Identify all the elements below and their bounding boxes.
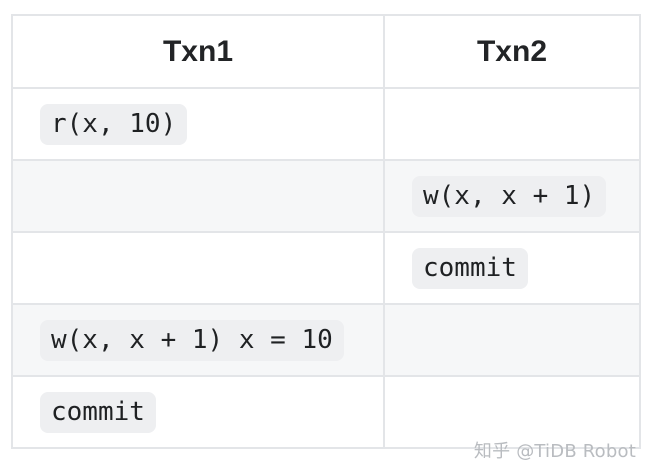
watermark: 知乎 @TiDB Robot bbox=[473, 441, 636, 462]
cell-txn2 bbox=[383, 303, 641, 377]
transaction-table: Txn1 Txn2 r(x, 10) w(x, x + 1) commit bbox=[11, 14, 641, 449]
cell-txn2: commit bbox=[383, 231, 641, 305]
cell-txn2 bbox=[383, 87, 641, 161]
code-snippet: w(x, x + 1) bbox=[412, 175, 607, 217]
header-row: Txn1 Txn2 bbox=[11, 14, 641, 89]
table-row: commit bbox=[11, 375, 641, 449]
code-snippet: r(x, 10) bbox=[40, 103, 188, 145]
table-row: w(x, x + 1) bbox=[11, 159, 641, 233]
table-row: w(x, x + 1) x = 10 bbox=[11, 303, 641, 377]
cell-txn2: w(x, x + 1) bbox=[383, 159, 641, 233]
cell-txn1: r(x, 10) bbox=[11, 87, 385, 161]
cell-txn1: w(x, x + 1) x = 10 bbox=[11, 303, 385, 377]
cell-txn1: commit bbox=[11, 375, 385, 449]
header-txn2: Txn2 bbox=[383, 14, 641, 89]
code-snippet: commit bbox=[40, 391, 156, 433]
table-row: commit bbox=[11, 231, 641, 305]
cell-txn2 bbox=[383, 375, 641, 449]
code-snippet: commit bbox=[412, 247, 528, 289]
table-row: r(x, 10) bbox=[11, 87, 641, 161]
cell-txn1 bbox=[11, 159, 385, 233]
code-snippet: w(x, x + 1) x = 10 bbox=[40, 319, 344, 361]
cell-txn1 bbox=[11, 231, 385, 305]
header-txn1: Txn1 bbox=[11, 14, 385, 89]
